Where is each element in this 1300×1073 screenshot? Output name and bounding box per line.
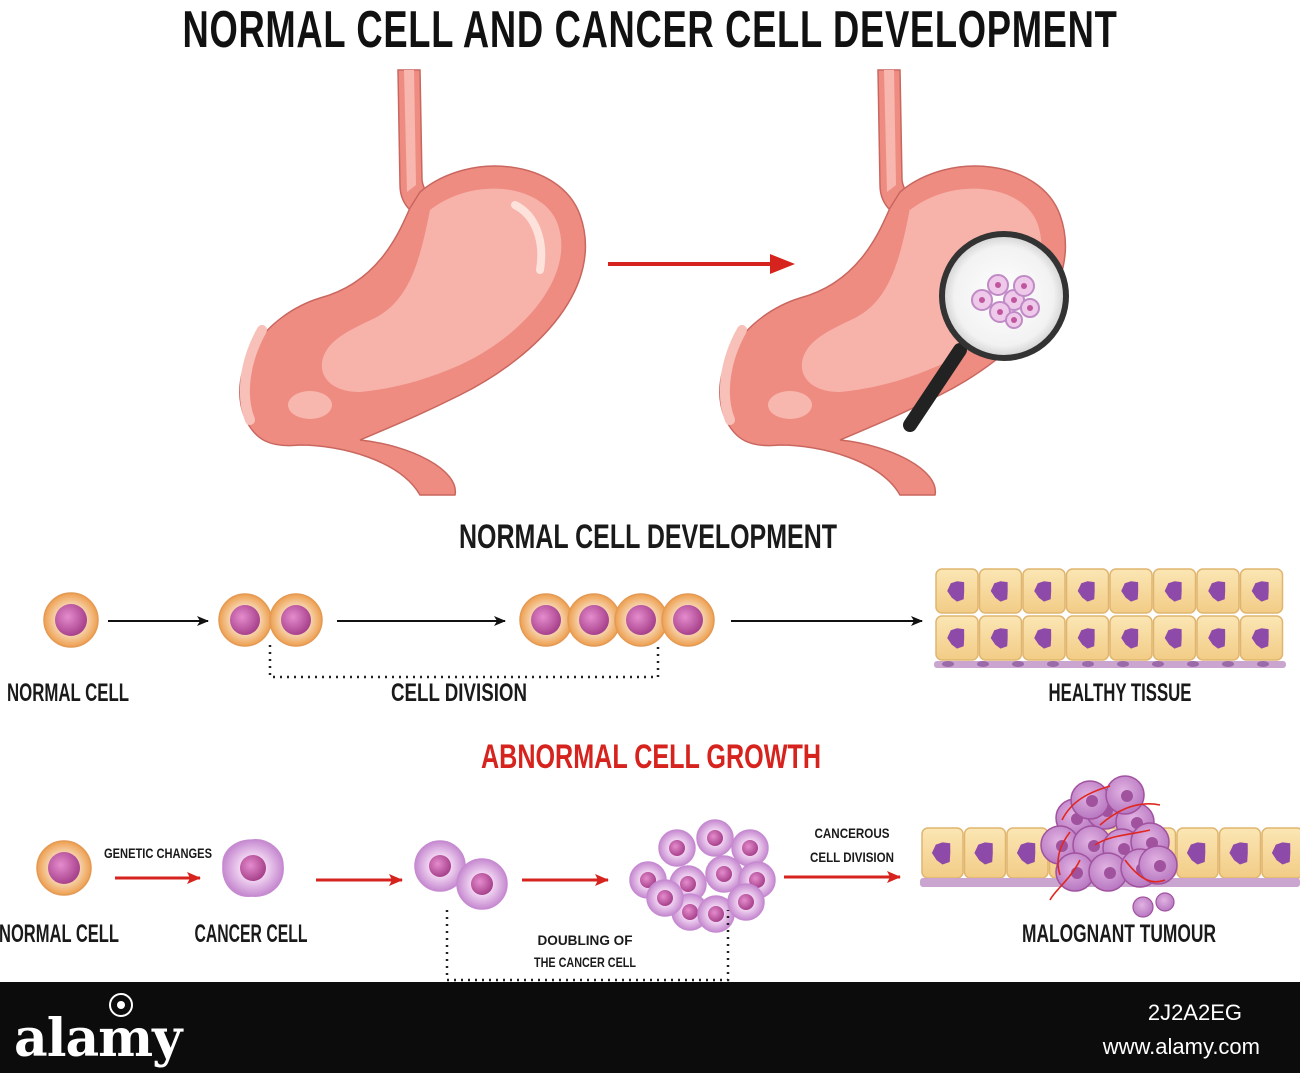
tissue-nucleus [1077,581,1095,602]
cancer-cell-pair [414,840,508,910]
tissue-nucleus [1077,628,1095,649]
magnified-cells-cluster [971,274,1040,329]
site-url: www.alamy.com [1102,1034,1260,1059]
label-cancer-cell: CANCER CELL [195,920,308,948]
tissue-nucleus [931,842,951,865]
stomach-normal-illustration [239,69,586,496]
cancer-nucleus [669,840,685,856]
tissue-nucleus [1034,628,1052,649]
membrane-cell [1047,661,1059,667]
cancer-nucleus [738,894,754,910]
membrane-cell [977,661,989,667]
tissue-nucleus [947,628,965,649]
blood-vessel [1061,785,1111,821]
membrane-cell [1257,661,1269,667]
tissue-nucleus [1121,628,1139,649]
tissue-nucleus [990,581,1008,602]
label-doubling-line2: THE CANCER CELL [534,954,636,970]
tissue-nucleus [1208,628,1226,649]
cancer-nucleus [749,872,765,888]
membrane-cell [1187,661,1199,667]
membrane-cell [1082,661,1094,667]
cancer-cell-single [222,839,284,897]
blood-vessel [1049,859,1081,901]
blood-vessel [1124,859,1166,883]
cancer-nucleus [708,906,724,922]
cancer-nucleus [716,866,732,882]
label-cell-division: CELL DIVISION [391,679,527,707]
label-cancerous-line2: CELL DIVISION [810,849,894,865]
membrane-cell [1222,661,1234,667]
tissue-nucleus [1164,628,1182,649]
diagram-svg: NORMAL CELL AND CANCER CELL DEVELOPMENT [0,1,1300,982]
label-malignant-tumour: MALOGNANT TUMOUR [1022,920,1216,948]
tissue-nucleus [1034,581,1052,602]
label-healthy-tissue: HEALTHY TISSUE [1049,679,1192,707]
cell-division-bracket [268,645,660,679]
page-title: NORMAL CELL AND CANCER CELL DEVELOPMENT [183,1,1118,59]
normal-cell-quad [519,593,715,647]
cancer-nucleus [640,872,656,888]
tumour-cell [1132,896,1154,918]
tumour-nucleus [1086,795,1098,807]
cancer-nucleus [680,876,696,892]
membrane-cell [942,661,954,667]
tissue-nucleus [974,842,993,865]
tissue-nucleus [1251,628,1269,649]
blood-vessel [1094,829,1151,846]
cancer-nucleus [742,840,758,856]
tumour-nucleus [1088,840,1100,852]
normal-cell-single [43,592,99,648]
normal-cell-pair [218,593,323,647]
tumour-nucleus [1154,860,1166,872]
membrane-cell [1012,661,1024,667]
tissue-nucleus [1229,842,1248,865]
tumour-nucleus [1121,790,1133,802]
watermark-bar [0,982,1300,1073]
blood-vessel [1099,803,1161,826]
doubling-bracket [445,910,730,982]
tumour-cell [1155,892,1175,912]
label-normal-cell: NORMAL CELL [7,679,129,707]
label-cancerous-line1: CANCEROUS [815,825,890,841]
blood-vessel [1057,831,1071,876]
normal-section-heading: NORMAL CELL DEVELOPMENT [459,518,837,556]
tumour-nucleus [1118,843,1130,855]
membrane-cell [1152,661,1164,667]
tumour-nucleus [1104,867,1116,879]
tissue-nucleus [1186,842,1206,865]
tissue-nucleus [947,581,965,602]
cancer-nucleus [682,904,698,920]
label-genetic-changes: GENETIC CHANGES [104,845,212,861]
tissue-nucleus [1208,581,1226,602]
healthy-tissue-illustration [934,568,1286,668]
tissue-nucleus [1016,842,1036,865]
brand-logo: alamy [14,1008,182,1069]
malignant-tumour-illustration [920,775,1300,918]
progression-arrow [608,254,795,274]
magnifying-glass-icon [903,231,1069,432]
image-id: 2J2A2EG [1147,1000,1242,1025]
cancer-cell-cluster [629,819,776,933]
abnormal-normal-cell [36,840,92,896]
membrane-cell [1117,661,1129,667]
tissue-nucleus [1164,581,1182,602]
tissue-nucleus [990,628,1008,649]
abnormal-section-heading: ABNORMAL CELL GROWTH [481,738,821,776]
label-doubling-line1: DOUBLING OF [538,932,633,948]
brand-logo-icon [109,993,133,1017]
label-abnormal-normal-cell: NORMAL CELL [0,920,119,948]
tissue-nucleus [1121,581,1139,602]
tissue-nucleus [1251,581,1269,602]
cancer-nucleus [707,830,723,846]
cancer-nucleus [657,890,673,906]
tissue-nucleus [1271,842,1291,865]
